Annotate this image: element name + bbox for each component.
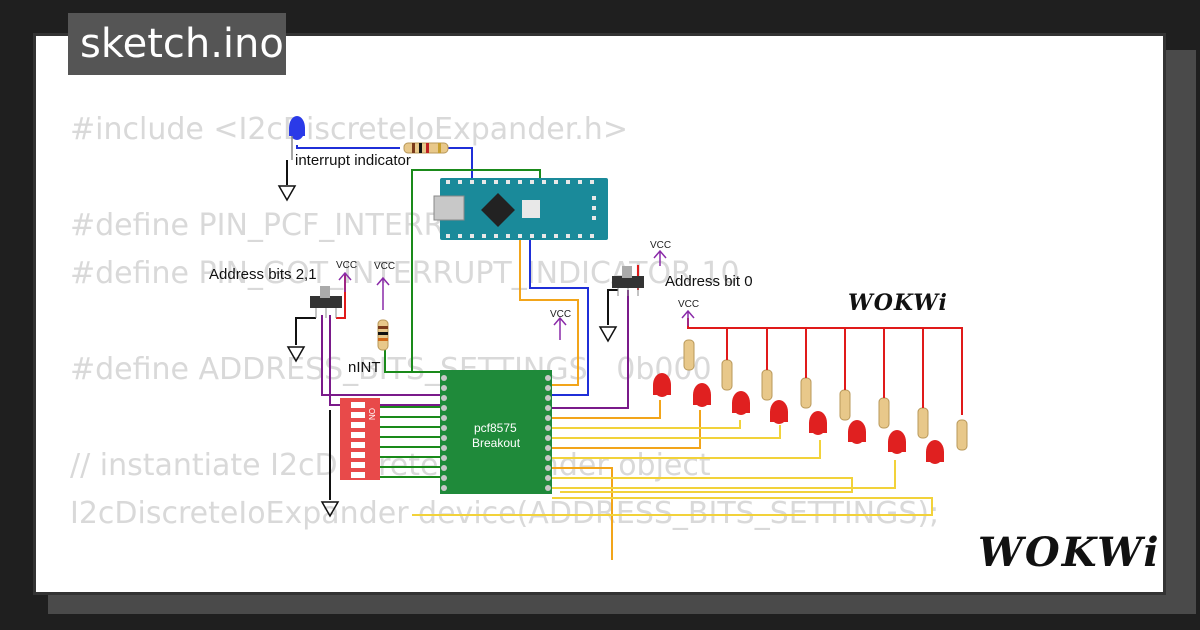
- wire-gnd-sw1: [295, 317, 316, 345]
- interrupt-indicator-label: interrupt indicator: [295, 152, 411, 169]
- vcc-arrow: [653, 249, 667, 266]
- red-led-icon: [732, 391, 750, 415]
- ground-symbol: [598, 326, 618, 343]
- code-line: #define PIN_GOT_INTERRUPT_INDICATOR 10: [70, 256, 740, 291]
- preview-card: #include <I2cDiscreteIoExpander.h>​#defi…: [33, 33, 1166, 595]
- arduino-nano-board: [433, 178, 608, 240]
- resistor-icon: [721, 359, 733, 391]
- resistor-icon: [800, 377, 812, 409]
- red-led-icon: [653, 373, 671, 397]
- vcc-arrow: [553, 316, 567, 340]
- blue-led-icon: [289, 116, 305, 160]
- wire-purple-addr21a: [321, 315, 440, 396]
- wire-purple-addr0: [552, 290, 629, 409]
- wire-green-nint: [384, 345, 440, 373]
- ground-symbol: [320, 501, 340, 518]
- vcc-arrow: [376, 276, 390, 310]
- vcc-arrow: [338, 271, 352, 292]
- vcc-label: VCC: [650, 240, 671, 251]
- vcc-label: VCC: [374, 261, 395, 272]
- led-resistor-array: [653, 328, 968, 464]
- resistor-icon: [761, 369, 773, 401]
- wire-purple-addr21b: [329, 315, 440, 406]
- nint-label: nINT: [348, 359, 381, 376]
- vcc-label: VCC: [678, 299, 699, 310]
- red-led-icon: [848, 420, 866, 444]
- red-led-icon: [693, 383, 711, 407]
- red-led-icon: [770, 400, 788, 424]
- red-led-icon: [926, 440, 944, 464]
- ground-symbol: [286, 346, 306, 363]
- red-led-icon: [888, 430, 906, 454]
- vcc-arrow: [681, 309, 695, 326]
- red-led-icon: [809, 411, 827, 435]
- wokwi-logo: WOKWi: [978, 529, 1161, 576]
- wire-blue-i2c-1: [529, 240, 589, 396]
- pcf8575-breakout: [440, 370, 552, 494]
- file-title-badge: sketch.ino: [68, 13, 286, 75]
- resistor-icon: [839, 389, 851, 421]
- resistor-icon: [377, 319, 389, 351]
- vcc-label: VCC: [336, 260, 357, 271]
- address-bit-0-label: Address bit 0: [665, 273, 753, 290]
- slide-switch-addr0: [612, 266, 644, 296]
- resistor-icon: [403, 142, 449, 154]
- resistor-icon: [956, 419, 968, 451]
- vcc-label: VCC: [550, 309, 571, 320]
- resistor-icon: [878, 397, 890, 429]
- dip-switch: [340, 398, 380, 480]
- wire-blue-led: [296, 145, 400, 149]
- wire-blue-res: [448, 147, 473, 182]
- wire-gnd-sw2: [607, 289, 618, 325]
- chip-name-label: pcf8575: [474, 421, 517, 435]
- ground-symbol: [277, 185, 297, 202]
- resistor-icon: [917, 407, 929, 439]
- chip-sub-label: Breakout: [472, 436, 521, 450]
- wire-orange-i2c: [519, 240, 579, 386]
- wokwi-logo-small: WOKWi: [848, 290, 948, 316]
- address-bits-21-label: Address bits 2,1: [209, 266, 317, 283]
- code-line: #include <I2cDiscreteIoExpander.h>: [70, 112, 628, 147]
- slide-switch-addr21: [310, 286, 342, 318]
- resistor-icon: [683, 339, 695, 371]
- code-line: I2cDiscreteIoExpander device(ADDRESS_BIT…: [70, 496, 940, 531]
- dip-on-label: ON: [367, 408, 376, 420]
